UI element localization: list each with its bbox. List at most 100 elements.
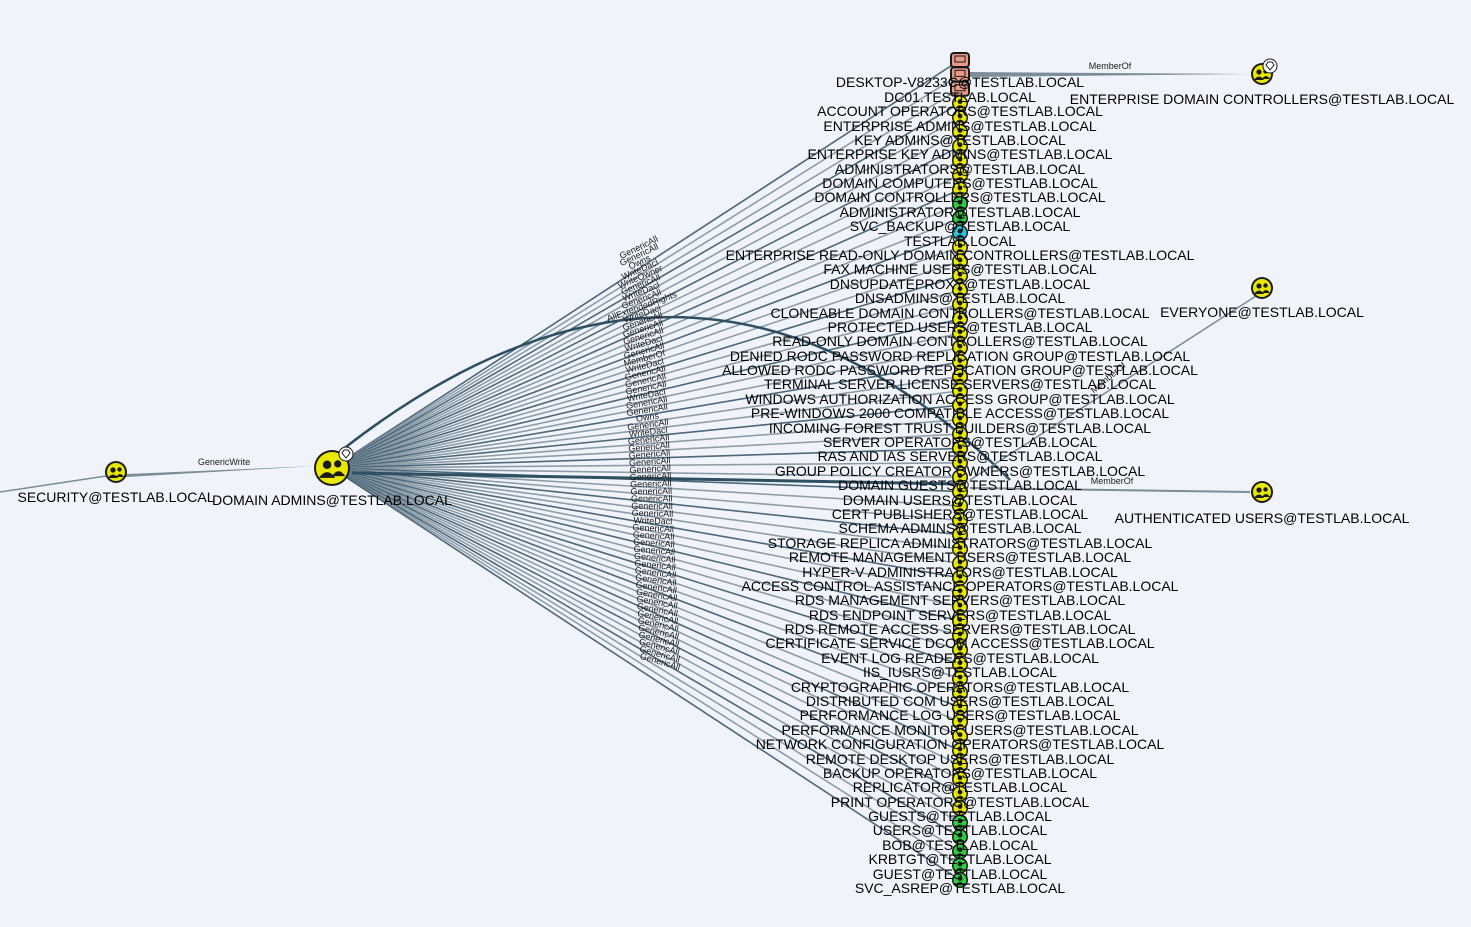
dnsadmins-node[interactable]	[952, 282, 968, 299]
distributed-com-users-node[interactable]	[952, 684, 968, 701]
svc-backup-label: SVC_BACKUP@TESTLAB.LOCAL	[849, 218, 1071, 235]
certificate-service-dcom-access-node[interactable]	[952, 627, 968, 644]
key-admins-node[interactable]	[952, 123, 968, 140]
fax-machine-users-node[interactable]	[952, 253, 968, 270]
terminal-server-license-servers-node[interactable]	[952, 368, 968, 385]
edge-domain-admins-to-allowed-rodc-password-replication-group	[331, 361, 961, 469]
enterprise-read-only-domain-controllers-node[interactable]	[952, 239, 968, 256]
allowed-rodc-password-replication-group-node[interactable]	[952, 354, 968, 371]
dnsupdateproxy-node[interactable]	[952, 267, 968, 284]
iis-iusrs-node[interactable]	[952, 656, 968, 673]
incoming-forest-trust-builders-label: INCOMING FOREST TRUST BUILDERS@TESTLAB.L…	[768, 419, 1152, 436]
dc01-testlab-local-label: DC01.TESTLAB.LOCAL	[884, 88, 1036, 105]
access-control-assistance-operators-node[interactable]	[952, 569, 968, 586]
ras-and-ias-servers-label: RAS AND IAS SERVERS@TESTLAB.LOCAL	[817, 448, 1103, 465]
print-operators-node[interactable]	[952, 785, 968, 802]
rds-remote-access-servers-node[interactable]	[952, 613, 968, 630]
edge-domain-admins-to-bob	[331, 467, 961, 838]
ras-and-ias-servers-node[interactable]	[952, 440, 968, 457]
edge-domain-admins-to-pre-windows-2000-compatible-access	[331, 404, 961, 469]
iis-iusrs-label: IIS_IUSRS@TESTLAB.LOCAL	[863, 664, 1057, 681]
denied-rodc-password-replication-group-node[interactable]	[952, 339, 968, 356]
guest-label: GUEST@TESTLAB.LOCAL	[872, 865, 1048, 882]
enterprise-admins-node[interactable]	[952, 109, 968, 126]
edge-label: GenericAll	[631, 501, 673, 511]
guests-node[interactable]	[952, 800, 968, 817]
network-configuration-operators-node[interactable]	[952, 728, 968, 745]
security-group-node[interactable]	[105, 461, 127, 483]
cert-publishers-node[interactable]	[952, 497, 968, 514]
edge-domain-admins-to-performance-monitor-users	[331, 467, 961, 723]
hyper-v-administrators-node[interactable]	[952, 555, 968, 572]
pre-windows-2000-compatible-access-node[interactable]	[952, 397, 968, 414]
edge-offscreen	[0, 475, 107, 493]
edge-domain-admins-to-replicator	[331, 467, 961, 781]
svc-backup-node[interactable]	[952, 210, 968, 227]
cryptographic-operators-node[interactable]	[952, 670, 968, 687]
domain-computers-label: DOMAIN COMPUTERS@TESTLAB.LOCAL	[822, 175, 1098, 192]
read-only-domain-controllers-node[interactable]	[952, 325, 968, 342]
high-value-gem-icon	[338, 446, 354, 462]
edge-domain-admins-to-svc-backup	[331, 217, 961, 469]
edges-layer	[0, 59, 1257, 881]
guests-label: GUESTS@TESTLAB.LOCAL	[868, 808, 1052, 825]
edge-domain-admins-to-administrator	[331, 203, 961, 469]
bob-node[interactable]	[952, 828, 968, 845]
enterprise-key-admins-node[interactable]	[952, 138, 968, 155]
edge-domain-admins-to-distributed-com-users	[331, 467, 961, 694]
terminal-server-license-servers-label: TERMINAL SERVER LICENSE SERVERS@TESTLAB.…	[763, 376, 1157, 393]
edge-domain-admins-to-dnsadmins	[331, 289, 961, 469]
rds-management-servers-node[interactable]	[952, 584, 968, 601]
everyone-node[interactable]	[1251, 277, 1273, 299]
edge-domain-admins-to-enterprise-key-admins	[331, 145, 961, 469]
edge-labels-layer: GenericAllGenericAllOwnsWriteDaclWriteOw…	[198, 61, 1134, 672]
domain-guests-node[interactable]	[952, 469, 968, 486]
rds-remote-access-servers-label: RDS REMOTE ACCESS SERVERS@TESTLAB.LOCAL	[784, 621, 1136, 638]
edge-domain-admins-to-cryptographic-operators	[331, 467, 961, 680]
svc-asrep-node[interactable]	[952, 872, 968, 888]
administrator-node[interactable]	[952, 195, 968, 212]
edge-domain-admins-to-schema-admins	[331, 467, 961, 522]
remote-desktop-users-node[interactable]	[952, 742, 968, 759]
event-log-readers-label: EVENT LOG READERS@TESTLAB.LOCAL	[821, 649, 1099, 666]
edge-label: GenericAll	[633, 536, 675, 549]
edge-to-edc	[968, 72, 1250, 77]
edge-domain-admins-to-domain-guests	[331, 467, 961, 478]
domain-computers-node[interactable]	[952, 167, 968, 184]
edge-label: GenericAll	[634, 551, 676, 565]
desktop-v8233-node[interactable]	[950, 52, 970, 68]
domain-users-node[interactable]	[952, 483, 968, 500]
krbtgt-node[interactable]	[952, 843, 968, 860]
domain-controllers-node[interactable]	[952, 181, 968, 198]
remote-management-users-node[interactable]	[952, 541, 968, 558]
replicator-node[interactable]	[952, 771, 968, 788]
cloneable-domain-controllers-node[interactable]	[952, 296, 968, 313]
server-operators-node[interactable]	[952, 426, 968, 443]
event-log-readers-node[interactable]	[952, 641, 968, 658]
incoming-forest-trust-builders-node[interactable]	[952, 411, 968, 428]
administrators-node[interactable]	[952, 152, 968, 169]
storage-replica-administrators-node[interactable]	[952, 526, 968, 543]
edge-label: GenericAll	[634, 558, 676, 573]
users-node[interactable]	[952, 814, 968, 831]
authenticated-users-node[interactable]	[1251, 481, 1273, 503]
edge-domain-admins-to-remote-desktop-users	[331, 467, 961, 752]
edge-label: GenericAll	[633, 544, 675, 558]
performance-log-users-node[interactable]	[952, 699, 968, 716]
nodes-layer	[105, 52, 1278, 888]
read-only-domain-controllers-label: READ-ONLY DOMAIN CONTROLLERS@TESTLAB.LOC…	[772, 333, 1148, 350]
edge-domain-admins-to-key-admins	[331, 131, 961, 469]
guest-node[interactable]	[952, 857, 968, 874]
account-operators-node[interactable]	[952, 95, 968, 112]
rds-endpoint-servers-node[interactable]	[952, 598, 968, 615]
testlab-local-node[interactable]	[952, 224, 968, 241]
schema-admins-node[interactable]	[952, 512, 968, 529]
performance-monitor-users-node[interactable]	[952, 713, 968, 730]
certificate-service-dcom-access-label: CERTIFICATE SERVICE DCOM ACCESS@TESTLAB.…	[765, 635, 1155, 652]
protected-users-node[interactable]	[952, 310, 968, 327]
backup-operators-node[interactable]	[952, 756, 968, 773]
group-policy-creator-owners-node[interactable]	[952, 454, 968, 471]
edge-domain-admins-to-desktop-v8233	[331, 59, 961, 469]
windows-authorization-access-group-node[interactable]	[952, 382, 968, 399]
